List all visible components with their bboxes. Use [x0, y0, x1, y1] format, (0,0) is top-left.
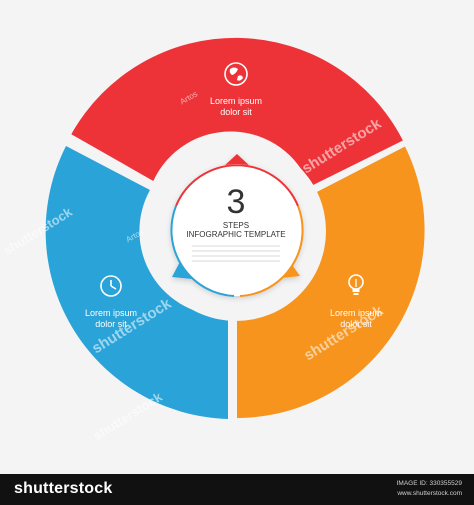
site-url[interactable]: www.shutterstock.com — [397, 490, 462, 497]
segment-orange-label-line1: Lorem ipsum — [330, 308, 382, 318]
segment-red-label-line2: dolor sit — [220, 107, 252, 117]
center-pointer-red — [223, 154, 251, 167]
ring-diagram: 3 STEPS INFOGRAPHIC TEMPLATE Lorem ipsum… — [45, 37, 425, 443]
center-disc — [171, 164, 303, 296]
center-disc-red-arc — [175, 164, 299, 207]
center-number: 3 — [227, 183, 246, 221]
segment-orange-label-line2: dolor sit — [340, 319, 372, 329]
lightbulb-icon — [348, 274, 364, 295]
footer-bar: shutterstock IMAGE ID: 330355529 www.shu… — [0, 474, 474, 505]
shutterstock-logo[interactable]: shutterstock — [14, 480, 113, 497]
watermark-text: shutterstock — [91, 389, 166, 443]
center-disc-blue-arc — [170, 205, 235, 297]
image-id: IMAGE ID: 330355529 — [396, 480, 462, 487]
segment-orange — [237, 146, 425, 418]
clock-icon — [100, 275, 122, 297]
infographic-canvas: 3 STEPS INFOGRAPHIC TEMPLATE Lorem ipsum… — [0, 0, 474, 474]
center-filler-lines — [192, 245, 280, 262]
segment-blue-label-line2: dolor sit — [95, 319, 127, 329]
center-title: INFOGRAPHIC TEMPLATE — [186, 230, 285, 239]
segment-red-label-line1: Lorem ipsum — [210, 96, 262, 106]
center-disc-orange-arc — [239, 205, 304, 297]
segment-blue — [45, 146, 228, 419]
center-steps-label: STEPS — [223, 221, 249, 230]
segment-red — [71, 37, 403, 187]
segment-blue-label-line1: Lorem ipsum — [85, 308, 137, 318]
globe-icon — [224, 62, 248, 86]
